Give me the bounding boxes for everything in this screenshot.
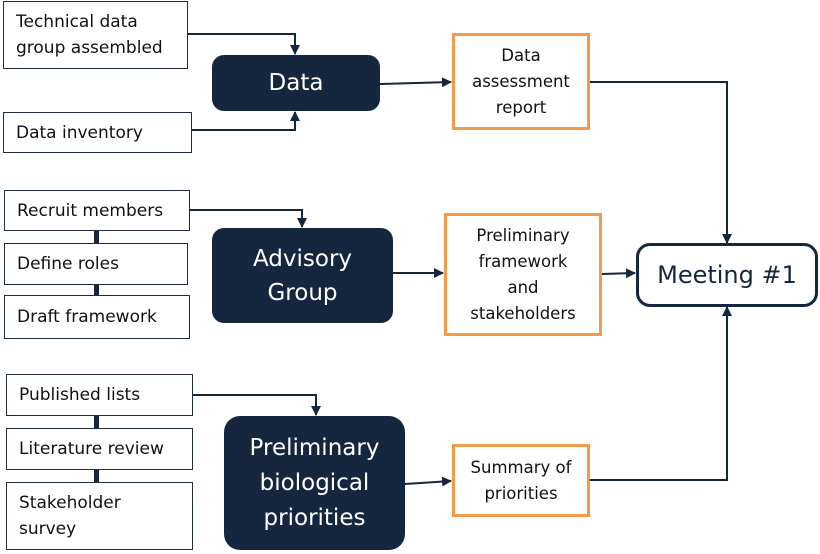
input-recruit-members-label: Recruit members bbox=[17, 200, 164, 221]
meeting-1: Meeting #1 bbox=[636, 243, 818, 307]
output-data-assessment-report: Data assessment report bbox=[452, 33, 590, 130]
input-literature-review: Literature review bbox=[6, 428, 193, 470]
input-published-lists: Published lists bbox=[6, 374, 193, 416]
input-recruit-members: Recruit members bbox=[4, 190, 190, 231]
input-stakeholder-survey: Stakeholder survey bbox=[6, 482, 193, 550]
input-data-inventory-label: Data inventory bbox=[16, 122, 143, 143]
input-published-lists-label: Published lists bbox=[19, 385, 141, 405]
input-define-roles-label: Define roles bbox=[17, 254, 119, 274]
hub-data-label: Data bbox=[268, 70, 324, 96]
hub-preliminary-biological-priorities-label: Preliminary biological priorities bbox=[249, 434, 380, 531]
input-define-roles: Define roles bbox=[4, 243, 188, 285]
input-stakeholder-survey-label: Stakeholder survey bbox=[19, 493, 121, 539]
input-draft-framework-label: Draft framework bbox=[17, 307, 157, 327]
output-preliminary-framework: Preliminary framework and stakeholders bbox=[444, 213, 602, 336]
arrow-priorities-to-summary bbox=[404, 476, 452, 487]
arrow-summary-to-meeting bbox=[590, 306, 732, 481]
arrow-inventory-to-data bbox=[192, 111, 300, 131]
arrow-data-to-report bbox=[379, 77, 452, 88]
input-data-inventory: Data inventory bbox=[3, 112, 192, 153]
arrow-lists-to-priorities bbox=[193, 394, 321, 416]
input-technical-data-group-label: Technical data group assembled bbox=[16, 12, 163, 58]
input-technical-data-group: Technical data group assembled bbox=[3, 1, 188, 69]
output-data-assessment-report-label: Data assessment report bbox=[472, 45, 570, 117]
input-draft-framework: Draft framework bbox=[4, 295, 190, 339]
hub-data: Data bbox=[212, 55, 380, 111]
hub-advisory-group: Advisory Group bbox=[212, 228, 393, 323]
output-summary-of-priorities-label: Summary of priorities bbox=[470, 457, 572, 503]
arrow-recruit-to-advisory bbox=[190, 209, 307, 228]
input-literature-review-label: Literature review bbox=[19, 439, 164, 459]
hub-preliminary-biological-priorities: Preliminary biological priorities bbox=[224, 416, 405, 550]
output-summary-of-priorities: Summary of priorities bbox=[452, 444, 590, 517]
arrow-framework-to-meeting bbox=[601, 268, 636, 279]
meeting-1-label: Meeting #1 bbox=[657, 261, 797, 289]
hub-advisory-group-label: Advisory Group bbox=[252, 245, 353, 306]
arrow-tech-to-data bbox=[188, 33, 300, 55]
arrow-report-to-meeting bbox=[590, 81, 732, 244]
output-preliminary-framework-label: Preliminary framework and stakeholders bbox=[470, 225, 576, 323]
